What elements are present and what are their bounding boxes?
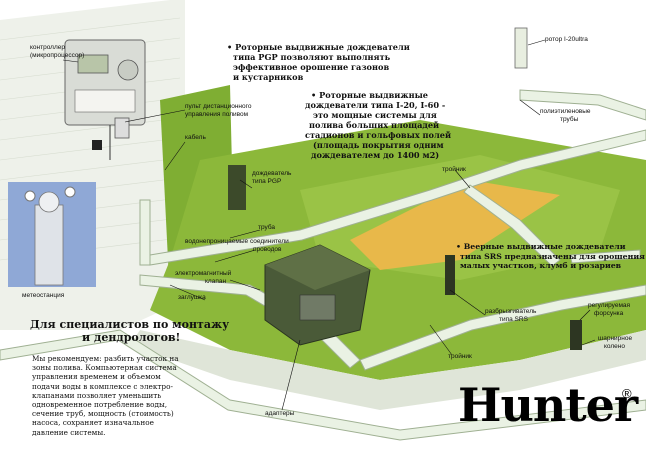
- bullet-spray: • Веерные выдвижные дождеватели типа SRS…: [456, 242, 645, 271]
- bullet-pgp-line1: • Роторные выдвижные дождеватели: [227, 42, 410, 52]
- label-swing-joint-line1: шарнирное: [598, 335, 633, 342]
- label-controller-line2: (микропроцессор): [30, 51, 85, 59]
- bullet-i20-line6: (площадь покрытия одним: [313, 140, 444, 150]
- bullet-i20-line1: • Роторные выдвижные: [311, 90, 429, 100]
- label-tee-top-text: тройник: [442, 166, 466, 173]
- paragraph-line7: сечение труб, мощность (стоимость): [32, 409, 174, 419]
- registered-mark: ®: [622, 386, 632, 401]
- hunter-logo: Hunter: [458, 378, 638, 432]
- paragraph-line8: насоса, сохраняет изначальное: [32, 418, 154, 428]
- label-cable: кабель: [185, 134, 206, 142]
- rotor-i20-device: [514, 27, 528, 69]
- bullet-i20: • Роторные выдвижные дождеватели типа I-…: [305, 90, 451, 160]
- label-pgp-line2: типа PGP: [252, 177, 282, 185]
- bullet-pgp-line4: и кустарников: [233, 72, 304, 82]
- label-nozzle-line1: регулируемая: [588, 302, 631, 309]
- label-controller: контроллер (микропроцессор): [30, 44, 84, 59]
- bullet-spray-line2: типа SRS предназначены для орошения: [460, 251, 645, 261]
- label-srs-line2: типа SRS: [499, 315, 528, 323]
- paragraph-line3: управления временем и объемом: [32, 372, 161, 382]
- paragraph-line5: клапанами позволяет уменьшить: [32, 390, 162, 400]
- paragraph-line4: подачи воды в комплексе с электро-: [32, 381, 173, 391]
- label-tee-top: тройник: [442, 166, 466, 174]
- label-nozzle-line2: форсунка: [594, 309, 624, 317]
- bullet-pgp: • Роторные выдвижные дождеватели типа PG…: [227, 42, 410, 82]
- bullet-pgp-line2: типа PGP позволяют выполнять: [233, 52, 391, 62]
- label-plug-text: заглушка: [178, 294, 206, 301]
- paragraph-line6: одновременное потребление воды,: [32, 400, 168, 410]
- label-swing-joint-line2: колено: [604, 342, 626, 350]
- srs-nozzle: [570, 320, 582, 350]
- remote-receiver: [114, 117, 130, 139]
- label-plug: заглушка: [178, 294, 206, 302]
- label-swing-joint: шарнирное колено: [598, 335, 632, 350]
- label-wire-connectors: водонепроницаемые соединители проводов: [185, 238, 289, 253]
- label-pgp-line1: дождеватель: [252, 170, 292, 177]
- pgp-sprinkler-body: [228, 165, 246, 210]
- label-valve: электромагнитный клапан: [175, 270, 231, 285]
- label-rotor-i20: ротор I-20ultra: [545, 36, 588, 44]
- label-pe-pipes-line1: полиэтиленовые: [540, 108, 591, 115]
- controller-device: [64, 39, 146, 160]
- label-tee-bottom: тройник: [448, 353, 472, 361]
- soil-edge: [130, 330, 646, 410]
- label-pe-pipes: полиэтиленовые трубы: [540, 108, 591, 123]
- paragraph-line1: Мы рекомендуем: разбить участок на: [32, 354, 179, 363]
- bullet-i20-line4: полива больших площадей: [309, 120, 440, 130]
- bullet-i20-line5: стадионов и гольфовых полей: [305, 130, 452, 140]
- label-rotor-i20-text: ротор I-20ultra: [545, 36, 588, 43]
- valve-box: [264, 244, 371, 346]
- label-cable-text: кабель: [185, 134, 206, 141]
- label-wire-connectors-line2: проводов: [253, 245, 282, 253]
- pipe-network: [0, 89, 646, 441]
- label-tee-bottom-text: тройник: [448, 353, 472, 360]
- label-pipe-small-text: труба: [258, 224, 276, 231]
- label-wire-connectors-line1: водонепроницаемые соединители: [185, 238, 289, 245]
- label-valve-line1: электромагнитный: [175, 270, 232, 277]
- bullet-i20-line3: это мощные системы для: [313, 110, 437, 120]
- bullet-spray-line1: • Веерные выдвижные дождеватели: [456, 242, 626, 251]
- label-pe-pipes-line2: трубы: [560, 115, 579, 123]
- label-adapters: адаптеры: [265, 410, 294, 418]
- paragraph-line9: давление системы.: [32, 427, 106, 437]
- label-weather-station: метеостанция: [22, 292, 64, 300]
- leader-lines: [62, 39, 596, 411]
- label-adapters-text: адаптеры: [265, 410, 295, 417]
- label-remote: пульт дистанционного управления поливом: [185, 103, 251, 118]
- spray-sprinkler: [445, 255, 455, 295]
- paragraph-line2: зоны полива. Компьютерная система: [32, 363, 177, 373]
- garden-path: [350, 180, 560, 270]
- label-nozzle: регулируемая форсунка: [588, 302, 630, 317]
- label-remote-line1: пульт дистанционного: [185, 103, 252, 110]
- label-pipe-small: труба: [258, 224, 275, 232]
- label-srs-sprinkler: разбрызгиватель типа SRS: [485, 308, 536, 323]
- bullet-i20-line7: дождевателем до 1400 м2): [311, 150, 440, 160]
- label-srs-line1: разбрызгиватель: [485, 308, 537, 315]
- label-controller-line1: контроллер: [30, 44, 66, 51]
- bullet-pgp-line3: эффективное орошение газонов: [233, 62, 390, 72]
- bullet-spray-line3: малых участков, клумб и розариев: [460, 261, 622, 270]
- label-pgp-sprinkler: дождеватель типа PGP: [252, 170, 291, 185]
- label-remote-line2: управления поливом: [185, 110, 249, 118]
- label-weather-station-text: метеостанция: [22, 292, 65, 299]
- bullet-i20-line2: дождеватели типа I-20, I-60 -: [305, 100, 446, 110]
- weather-station-device: [8, 182, 96, 287]
- specialists-heading-line2: и дендрологов!: [82, 331, 181, 344]
- specialists-heading-line1: Для специалистов по монтажу: [30, 318, 230, 331]
- label-valve-line2: клапан: [205, 277, 227, 285]
- recommendation-paragraph: Мы рекомендуем: разбить участок на зоны …: [32, 354, 179, 437]
- specialists-heading: Для специалистов по монтажу и дендролого…: [30, 318, 229, 344]
